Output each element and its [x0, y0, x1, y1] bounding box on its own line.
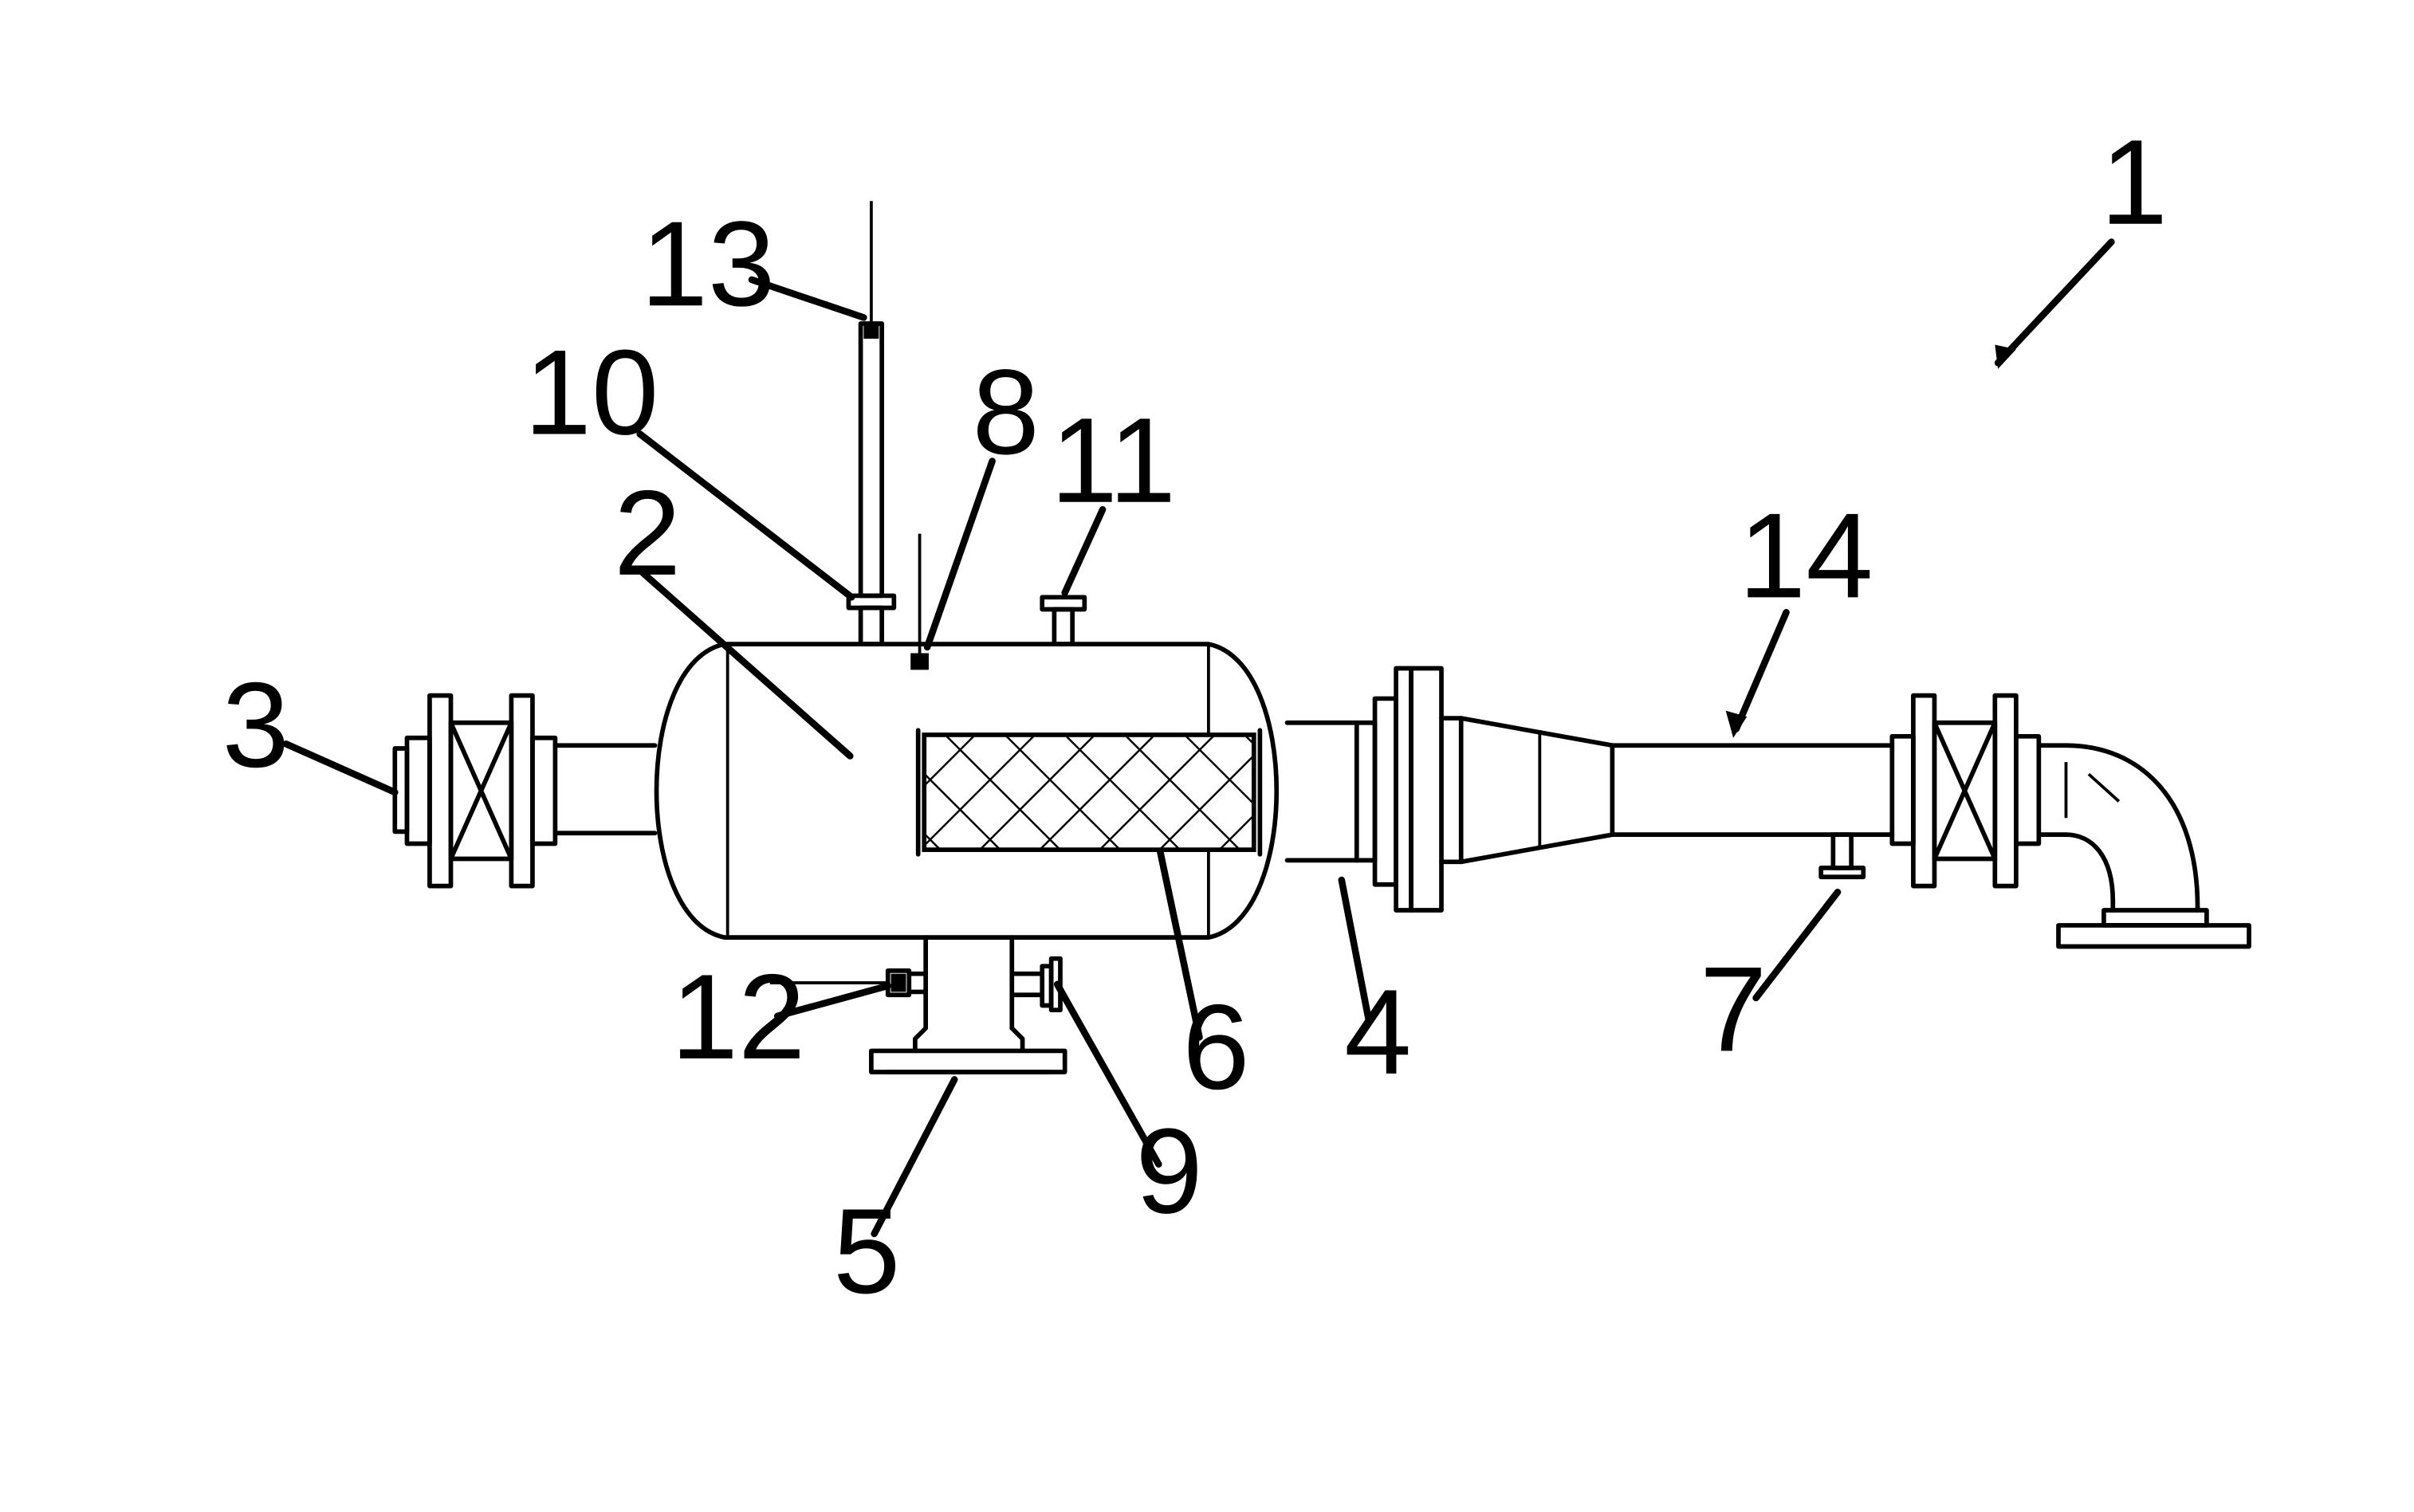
inlet-assembly [395, 696, 655, 886]
ref-numeral-10: 10 [525, 325, 659, 460]
ref-numeral-3: 3 [222, 658, 289, 793]
drain-nozzle [1821, 835, 1863, 877]
filter-mesh-element [918, 730, 1260, 854]
ref-numeral-1: 1 [2101, 116, 2168, 250]
leader-3 [286, 744, 395, 792]
ref-numeral-13: 13 [641, 197, 776, 332]
ref-numeral-14: 14 [1739, 489, 1873, 623]
ref-numeral-4: 4 [1344, 965, 1411, 1100]
leader-8 [927, 461, 993, 647]
bottom-sump-outlet [871, 937, 1065, 1072]
ref-numeral-5: 5 [833, 1184, 900, 1319]
ref-numeral-12: 12 [671, 950, 806, 1085]
ref-numeral-11: 11 [1051, 394, 1177, 528]
vent-pipe [848, 201, 894, 644]
leader-14 [1736, 612, 1787, 729]
vessel-outlet-nozzle [1288, 668, 1461, 910]
outlet-elbow [2039, 745, 2249, 946]
ref-numeral-8: 8 [972, 345, 1039, 480]
ref-numeral-2: 2 [614, 466, 681, 601]
outlet-pipe-section [1461, 696, 2039, 886]
ref-numeral-7: 7 [1700, 942, 1767, 1077]
ref-numeral-9: 9 [1135, 1104, 1202, 1239]
sump-side-port [1012, 959, 1060, 1010]
ref-numeral-6: 6 [1182, 980, 1249, 1115]
reference-numerals: 1 2 3 4 5 6 7 8 9 10 11 12 13 14 [222, 116, 2168, 1319]
leader-1 [1998, 242, 2111, 363]
leader-7 [1756, 892, 1838, 998]
top-nozzle [1042, 597, 1084, 644]
